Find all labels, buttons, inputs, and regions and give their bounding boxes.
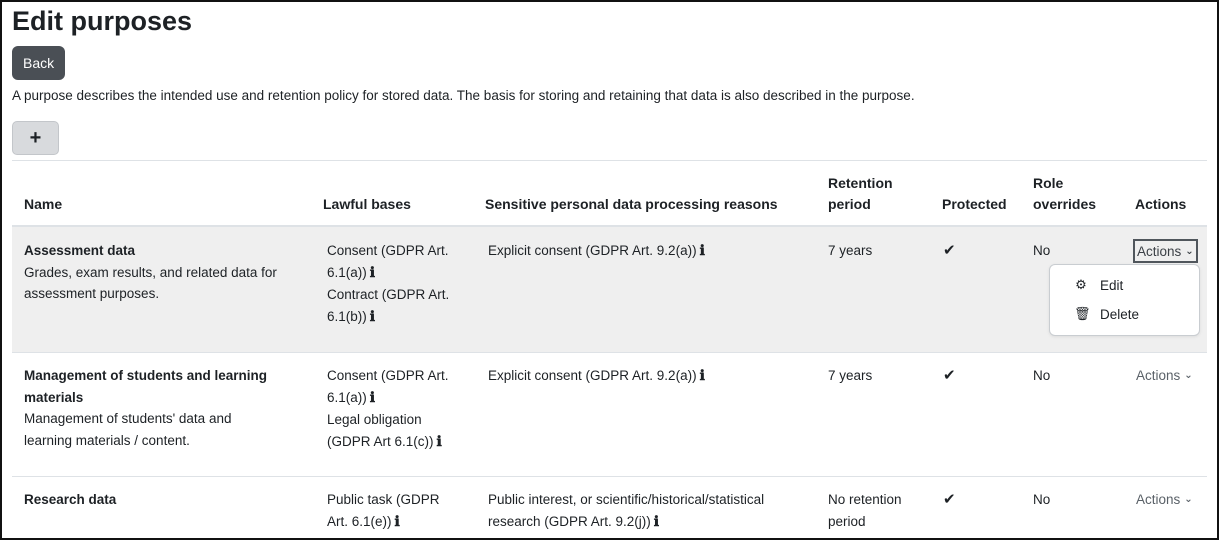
actions-menu-toggle[interactable]: Actions⌄	[1136, 365, 1193, 386]
sensitive-reasons-cell: Public interest, or scientific/historica…	[488, 489, 764, 533]
lawful-basis-text: 6.1(a))	[327, 264, 367, 280]
check-icon: ✔	[943, 491, 956, 508]
lawful-bases-cell: Consent (GDPR Art. 6.1(a))ℹ Legal obliga…	[327, 365, 449, 453]
page-title: Edit purposes	[12, 6, 193, 36]
role-overrides-cell: No	[1033, 243, 1051, 258]
info-icon[interactable]: ℹ	[369, 389, 376, 406]
lawful-basis-text: 6.1(a))	[327, 389, 367, 405]
sensitive-reasons-cell: Explicit consent (GDPR Art. 9.2(a))ℹ	[488, 365, 705, 388]
purpose-name: materials	[24, 389, 84, 405]
header-role-line2: overrides	[1033, 196, 1097, 212]
actions-label: Actions	[1136, 492, 1181, 507]
info-icon[interactable]: ℹ	[436, 433, 442, 450]
actions-menu-toggle[interactable]: Actions⌄	[1133, 239, 1198, 263]
info-icon[interactable]: ℹ	[369, 308, 376, 325]
menu-item-edit[interactable]: ⚙ Edit	[1074, 277, 1123, 293]
lawful-bases-cell: Consent (GDPR Art. 6.1(a))ℹ Contract (GD…	[327, 240, 449, 328]
retention-period-cell: 7 years	[828, 243, 873, 258]
header-retention-line1: Retention	[828, 175, 893, 191]
retention-period-cell: No retention period	[828, 489, 902, 532]
table-row	[12, 353, 1207, 477]
lawful-basis-text: Consent (GDPR Art.	[327, 243, 449, 258]
trash-icon: 🗑	[1074, 306, 1091, 321]
retention-period-cell: 7 years	[828, 368, 873, 383]
plus-icon: +	[29, 127, 42, 149]
role-overrides-cell: No	[1033, 368, 1051, 383]
info-icon[interactable]: ℹ	[653, 513, 660, 530]
header-name: Name	[24, 196, 63, 212]
info-icon[interactable]: ℹ	[369, 264, 376, 281]
header-actions: Actions	[1135, 196, 1187, 212]
menu-item-delete[interactable]: 🗑 Delete	[1074, 306, 1139, 322]
gear-icon: ⚙	[1075, 277, 1087, 292]
purpose-description-line: learning materials / content.	[24, 432, 190, 448]
purpose-cell: Management of students and learning mate…	[24, 365, 267, 451]
header-protected: Protected	[942, 196, 1007, 212]
chevron-down-icon: ⌄	[1185, 245, 1194, 257]
lawful-basis-text: (GDPR Art 6.1(c))	[327, 433, 434, 449]
sensitive-reason-text: Explicit consent (GDPR Art. 9.2(a))	[488, 368, 697, 383]
role-overrides-cell: No	[1033, 492, 1051, 507]
retention-text: period	[828, 513, 866, 529]
lawful-basis-text: Contract (GDPR Art.	[327, 287, 450, 302]
chevron-down-icon: ⌄	[1184, 370, 1193, 381]
header-divider	[12, 225, 1207, 227]
back-button[interactable]: Back	[12, 46, 66, 80]
actions-label: Actions	[1136, 368, 1181, 383]
retention-text: No retention	[828, 492, 902, 507]
sensitive-reason-text: research (GDPR Art. 9.2(j))	[488, 513, 651, 529]
menu-item-label: Delete	[1100, 306, 1140, 322]
lawful-bases-cell: Public task (GDPR Art. 6.1(e))ℹ	[327, 489, 440, 533]
actions-label: Actions	[1137, 243, 1182, 259]
menu-item-label: Edit	[1100, 277, 1124, 293]
purpose-name: Management of students and learning	[24, 368, 268, 383]
table-top-divider	[12, 160, 1207, 161]
lawful-basis-text: Art. 6.1(e))	[327, 513, 392, 529]
lawful-basis-text: Public task (GDPR	[327, 492, 440, 507]
actions-menu-toggle[interactable]: Actions⌄	[1136, 489, 1193, 510]
header-role-line1: Role	[1033, 175, 1064, 191]
header-lawful-bases: Lawful bases	[323, 196, 411, 212]
purpose-name: Assessment data	[24, 243, 136, 258]
add-purpose-button[interactable]: +	[12, 121, 59, 155]
purpose-description-line: Management of students' data and	[24, 411, 232, 426]
table-row	[12, 227, 1207, 353]
sensitive-reason-text: Public interest, or scientific/historica…	[488, 492, 765, 507]
header-sensitive-reasons: Sensitive personal data processing reaso…	[485, 196, 778, 212]
purpose-name: Research data	[24, 492, 117, 507]
sensitive-reason-text: Explicit consent (GDPR Art. 9.2(a))	[488, 243, 697, 258]
page-description: A purpose describes the intended use and…	[12, 88, 915, 103]
lawful-basis-text: Consent (GDPR Art.	[327, 368, 449, 383]
lawful-basis-text: 6.1(b))	[327, 308, 367, 324]
actions-dropdown-menu: ⚙ Edit 🗑 Delete	[1049, 264, 1200, 336]
info-icon[interactable]: ℹ	[699, 368, 705, 384]
sensitive-reasons-cell: Explicit consent (GDPR Art. 9.2(a))ℹ	[488, 240, 705, 263]
check-icon: ✔	[943, 242, 956, 259]
check-icon: ✔	[943, 367, 956, 384]
purpose-cell: Research data	[24, 489, 116, 511]
header-retention-line2: period	[828, 196, 871, 212]
info-icon[interactable]: ℹ	[699, 243, 705, 259]
info-icon[interactable]: ℹ	[394, 513, 400, 530]
purpose-description-line: assessment purposes.	[24, 286, 160, 301]
chevron-down-icon: ⌄	[1184, 494, 1193, 505]
purpose-cell: Assessment data Grades, exam results, an…	[24, 240, 277, 305]
lawful-basis-text: Legal obligation	[327, 412, 422, 427]
purpose-description-line: Grades, exam results, and related data f…	[24, 264, 277, 280]
